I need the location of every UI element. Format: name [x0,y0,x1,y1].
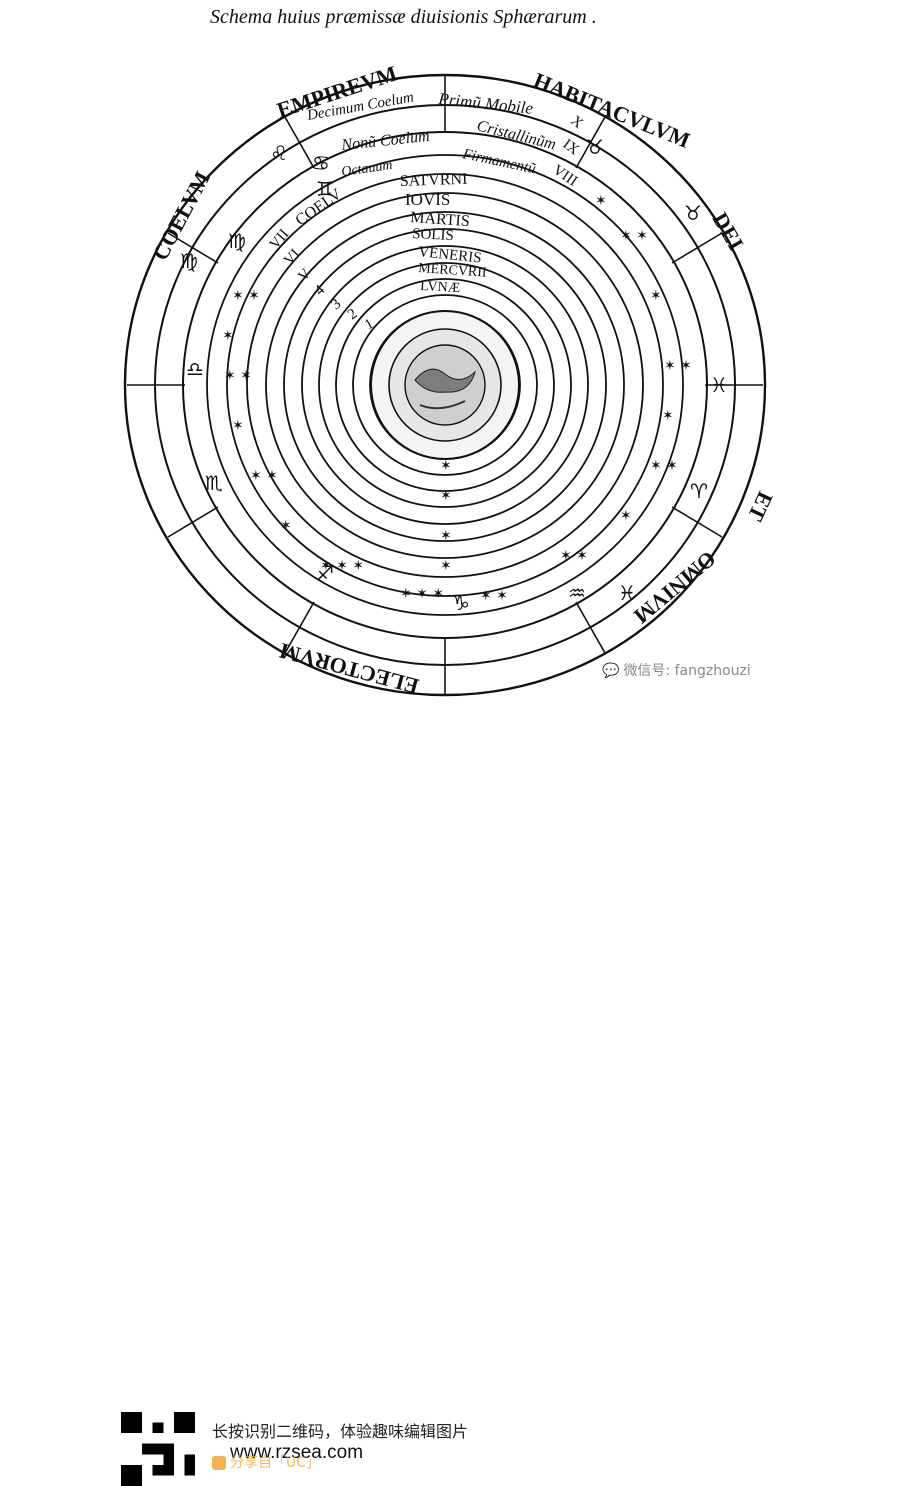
outer-word-et: ET [743,488,778,525]
svg-text:♑: ♑ [452,591,470,615]
numeral-4: 4 [312,282,329,299]
wechat-watermark: 💬微信号: fangzhouzi [602,663,751,679]
svg-text:✶: ✶ [440,488,452,504]
svg-text:♊: ♊ [316,177,334,201]
svg-text:✶ ✶: ✶ ✶ [650,458,678,474]
svg-text:♍: ♍ [180,249,198,273]
numeral-1: 1 [362,316,376,334]
label-firmamentum: Firmamentũ [460,146,537,177]
svg-text:✶ ✶: ✶ ✶ [480,588,508,604]
numeral-3: 3 [328,296,344,313]
svg-text:✶ ✶: ✶ ✶ [232,288,260,304]
svg-text:✶ ✶: ✶ ✶ [620,228,648,244]
svg-text:♎: ♎ [186,357,204,381]
svg-text:✶ ✶: ✶ ✶ [224,368,252,384]
footer-cta-text: 长按识别二维码，体验趣味编辑图片 [212,1422,469,1441]
svg-text:♓: ♓ [710,373,728,397]
svg-text:✶: ✶ [440,528,452,544]
svg-text:✶: ✶ [222,328,234,344]
label-iovis: IOVIS [405,190,450,209]
label-saturni: SATVRNI [400,171,468,190]
label-octavum: Octauum [340,158,393,180]
svg-text:✶: ✶ [662,408,674,424]
diagram-caption: Schema huius præmissæ diuisionis Sphærar… [210,6,597,28]
svg-text:♒: ♒ [568,581,586,605]
svg-text:✶: ✶ [440,558,452,574]
svg-text:♐: ♐ [316,561,334,585]
svg-text:✶: ✶ [595,193,607,209]
svg-text:✶ ✶ ✶: ✶ ✶ ✶ [400,586,444,602]
outer-word-omnivm: OMNIVM [629,546,721,629]
zodiac-glyphs: ♌ ♍ ♍ ♎ ♏ ♐ ♑ ♒ ♓ ♈ ♓ ♉ ♉ ♋♊ [180,135,728,615]
qr-code-icon[interactable] [121,1412,195,1486]
numeral-ix: IX [560,136,582,158]
footer-app-source: 分享自「UC」 [212,1452,320,1472]
svg-text:✶ ✶: ✶ ✶ [250,468,278,484]
label-lunae: LVNÆ [420,279,461,296]
svg-text:✶ ✶: ✶ ✶ [560,548,588,564]
svg-text:♈: ♈ [690,479,708,503]
spheres-diagram: EMPIREVM HABITACVLVM DEI ET OMNIVM ELECT… [123,60,778,699]
svg-text:✶: ✶ [440,458,452,474]
svg-text:♓: ♓ [618,581,636,605]
svg-text:✶ ✶ ✶: ✶ ✶ ✶ [320,558,364,574]
svg-text:♌: ♌ [270,141,288,165]
uc-logo-icon [212,1456,226,1470]
svg-text:♏: ♏ [205,471,223,495]
decorative-stars: ✶ ✶✶✶ ✶ ✶✶ ✶✶ ✶ ✶ ✶✶ ✶ ✶✶ ✶ ✶ ✶✶✶ ✶ ✶✶ ✶… [222,193,692,604]
label-veneris: VENERIS [418,244,483,267]
svg-text:✶: ✶ [620,508,632,524]
svg-text:✶ ✶: ✶ ✶ [664,358,692,374]
sphere-rings [206,154,684,616]
label-primum-mobile: Primũ Mobile [437,89,535,118]
svg-text:✶: ✶ [232,418,244,434]
numeral-x: X [567,113,586,132]
svg-text:♉: ♉ [684,201,702,225]
svg-text:✶: ✶ [280,518,292,534]
svg-text:♍: ♍ [228,229,246,253]
share-footer: 长按识别二维码，体验趣味编辑图片 www.rzsea.com 分享自「UC」 [0,700,900,1486]
svg-text:♋: ♋ [312,151,330,175]
wechat-bubble-icon: 💬 [602,663,620,679]
label-martis: MARTIS [410,209,471,230]
label-mercvrii: MERCVRII [418,261,488,281]
svg-text:✶: ✶ [650,288,662,304]
label-solis: SOLIS [412,226,454,244]
zodiac-dividers [127,75,763,695]
outer-word-electorvm: ELECTORVM [276,638,421,699]
earth-center [370,310,520,460]
label-nonum-coelum: Nonũ Coelum [340,128,431,154]
svg-text:♉: ♉ [586,135,604,159]
numeral-vi: VI [281,246,303,268]
